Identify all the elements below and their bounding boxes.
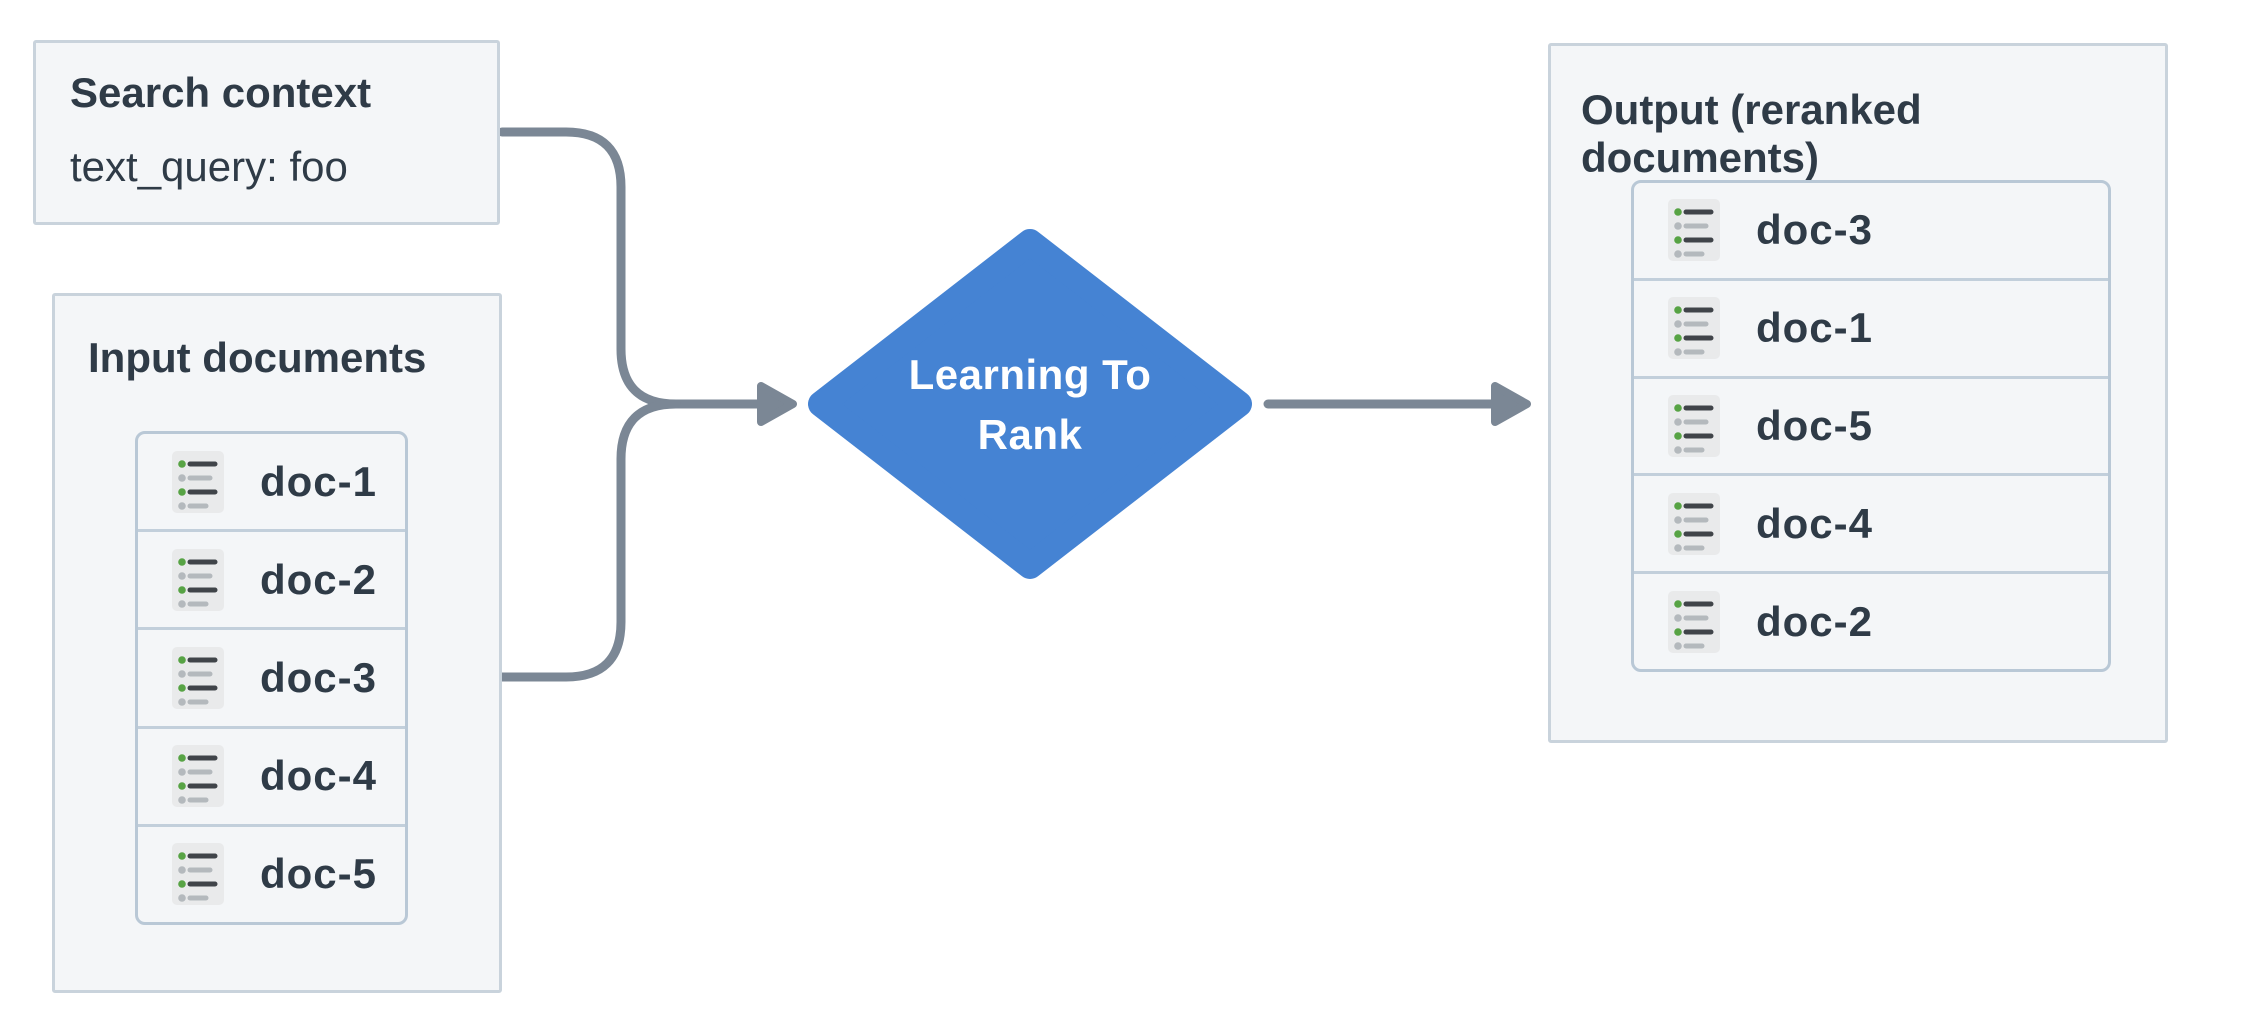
doc-label: doc-2 bbox=[1756, 597, 1874, 645]
search-context-title: Search context bbox=[70, 69, 372, 116]
document-list-icon bbox=[1668, 492, 1720, 555]
doc-item: doc-5 bbox=[138, 823, 405, 922]
search-context-panel: Search context text_query: foo bbox=[33, 40, 500, 225]
wire-search-context-to-merge bbox=[497, 127, 763, 409]
learning-to-rank-diamond-shape bbox=[808, 229, 1252, 579]
input-doc-list: doc-1 doc-2 bbox=[135, 431, 408, 925]
learning-to-rank-label-line1: Learning To bbox=[908, 351, 1152, 398]
output-panel: Output (reranked documents) bbox=[1548, 43, 2168, 743]
doc-item: doc-1 bbox=[1634, 277, 2108, 376]
input-documents-panel: Input documents d bbox=[52, 293, 502, 993]
doc-label: doc-1 bbox=[1756, 304, 1874, 352]
doc-label: doc-3 bbox=[1756, 206, 1874, 254]
wire-input-docs-to-merge bbox=[497, 399, 681, 682]
arrowhead-into-diamond bbox=[757, 382, 797, 426]
document-list-icon bbox=[1668, 297, 1720, 360]
output-doc-list: doc-3 doc-1 bbox=[1631, 180, 2111, 672]
doc-item: doc-5 bbox=[1634, 375, 2108, 474]
document-list-icon bbox=[172, 548, 224, 611]
arrowhead-into-output bbox=[1491, 382, 1531, 426]
input-documents-title: Input documents bbox=[88, 334, 427, 381]
text-query-value: text_query: foo bbox=[70, 143, 348, 190]
doc-item: doc-1 bbox=[138, 434, 405, 529]
output-title: Output (reranked documents) bbox=[1581, 86, 1922, 181]
document-list-icon bbox=[1668, 199, 1720, 262]
document-list-icon bbox=[172, 843, 224, 906]
doc-item: doc-2 bbox=[1634, 571, 2108, 669]
doc-label: doc-3 bbox=[260, 654, 378, 701]
doc-label: doc-4 bbox=[1756, 499, 1874, 547]
doc-label: doc-2 bbox=[260, 555, 378, 603]
document-list-icon bbox=[172, 450, 224, 513]
doc-item: doc-4 bbox=[138, 725, 405, 824]
doc-item: doc-4 bbox=[1634, 473, 2108, 571]
doc-label: doc-5 bbox=[1756, 401, 1874, 449]
doc-item: doc-2 bbox=[138, 529, 405, 627]
doc-label: doc-1 bbox=[260, 457, 378, 505]
doc-item: doc-3 bbox=[138, 627, 405, 725]
learning-to-rank-label-line2: Rank bbox=[977, 411, 1083, 458]
document-list-icon bbox=[172, 647, 224, 709]
doc-label: doc-5 bbox=[260, 850, 378, 898]
doc-item: doc-3 bbox=[1634, 183, 2108, 278]
doc-label: doc-4 bbox=[260, 752, 378, 800]
learning-to-rank-label: Learning To Rank bbox=[810, 332, 1250, 478]
document-list-icon bbox=[1668, 590, 1720, 653]
document-list-icon bbox=[1668, 394, 1720, 457]
document-list-icon bbox=[172, 745, 224, 808]
